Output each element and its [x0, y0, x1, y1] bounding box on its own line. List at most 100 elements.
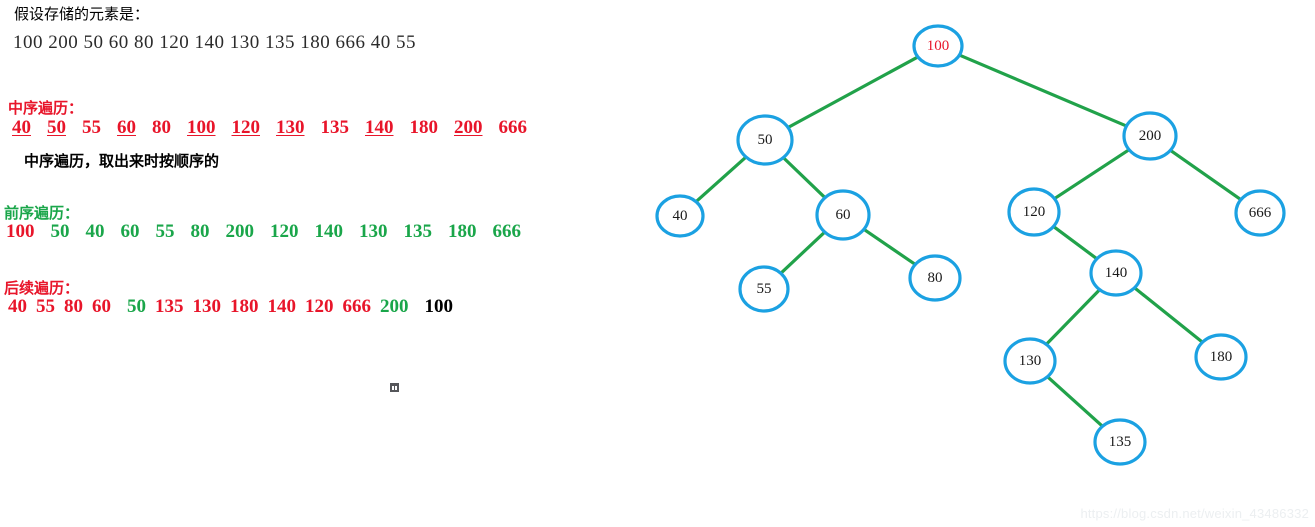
tree-node-label: 100 — [927, 38, 950, 54]
sequence-number: 80 — [190, 221, 210, 242]
tree-node-layer: 100 50 200 40 60 120 666 55 80 140 130 180 135 — [655, 24, 1286, 466]
sequence-number: 80 — [64, 296, 83, 317]
sequence-number: 180 — [409, 117, 439, 138]
sequence-number: 40 — [85, 221, 105, 242]
tree-node-55[interactable]: 55 — [738, 265, 790, 313]
postorder-sequence: 40 55 80 60 50 135 130 180 140 120 666 200 100 — [8, 296, 453, 318]
tree-node-label: 180 — [1210, 349, 1233, 365]
tree-node-666[interactable]: 666 — [1234, 189, 1286, 237]
tree-svg: 100 50 200 40 60 120 666 55 80 140 130 180 135 — [655, 24, 1286, 466]
sequence-number: 100 — [187, 117, 216, 138]
tree-edge-layer — [694, 53, 1243, 428]
sequence-number: 200 — [225, 221, 255, 242]
sequence-number: 60 — [92, 296, 111, 317]
tree-node-label: 40 — [673, 208, 688, 224]
sequence-number: 100 — [424, 296, 454, 317]
sequence-number: 140 — [314, 221, 344, 242]
sequence-number: 180 — [230, 296, 259, 317]
tree-edge-50-40 — [694, 155, 748, 204]
sequence-number: 180 — [448, 221, 477, 242]
sequence-number: 60 — [120, 221, 140, 242]
sequence-number: 120 — [270, 221, 299, 242]
tree-edge-130-135 — [1045, 375, 1105, 428]
sequence-number: 50 — [47, 117, 66, 138]
intro-title: 假设存储的元素是： — [14, 5, 150, 23]
sequence-number: 120 — [305, 296, 334, 317]
tree-node-50[interactable]: 50 — [736, 114, 794, 166]
tree-node-100[interactable]: 100 — [912, 24, 964, 68]
sequence-number: 80 — [152, 117, 171, 138]
missing-glyph-box — [390, 383, 399, 392]
preorder-heading: 前序遍历： — [4, 204, 80, 222]
tree-node-label: 50 — [758, 132, 773, 148]
tree-node-label: 80 — [928, 270, 943, 286]
tree-edge-60-55 — [779, 230, 827, 275]
tree-edge-100-50 — [786, 55, 920, 130]
tree-edge-200-666 — [1168, 148, 1243, 202]
tree-edge-200-120 — [1052, 148, 1131, 201]
sequence-number: 50 — [50, 221, 70, 242]
sequence-number: 100 — [6, 221, 35, 242]
inorder-comment: 中序遍历，取出来时按顺序的 — [24, 152, 220, 170]
sequence-number: 666 — [498, 117, 528, 138]
tree-node-label: 135 — [1109, 434, 1132, 450]
sequence-number: 200 — [454, 117, 483, 138]
tree-node-label: 200 — [1139, 128, 1162, 144]
tree-node-label: 130 — [1019, 353, 1042, 369]
tree-edge-100-200 — [957, 53, 1129, 128]
sequence-number: 130 — [192, 296, 222, 317]
sequence-number: 666 — [342, 296, 372, 317]
sequence-number: 120 — [231, 117, 261, 138]
tree-node-label: 120 — [1023, 204, 1046, 220]
sequence-number: 200 — [380, 296, 409, 317]
sequence-number: 130 — [276, 117, 305, 138]
tree-node-200[interactable]: 200 — [1122, 111, 1178, 161]
sequence-number: 130 — [359, 221, 388, 242]
sequence-number: 50 — [127, 296, 146, 317]
tree-node-circle — [1194, 333, 1248, 381]
tree-node-circle — [1093, 418, 1147, 466]
sequence-number: 140 — [267, 296, 297, 317]
sequence-number: 60 — [117, 117, 136, 138]
sequence-number: 135 — [155, 296, 184, 317]
tree-node-circle — [738, 265, 790, 313]
sequence-number: 135 — [320, 117, 350, 138]
sequence-group: 200 120 140 130 135 180 666 — [226, 221, 522, 243]
watermark: https://blog.csdn.net/weixin_43486332 — [1080, 506, 1309, 521]
elements-line: 100 200 50 60 80 120 140 130 135 180 666… — [13, 32, 416, 53]
inorder-heading: 中序遍历： — [8, 99, 84, 117]
tree-node-circle — [815, 189, 871, 241]
tree-node-120[interactable]: 120 — [1007, 187, 1061, 237]
tree-node-circle — [1122, 111, 1178, 161]
sequence-number: 55 — [155, 221, 175, 242]
tree-node-135[interactable]: 135 — [1093, 418, 1147, 466]
tree-node-circle — [1089, 249, 1143, 297]
tree-node-label: 60 — [836, 207, 851, 223]
sequence-number: 135 — [403, 221, 433, 242]
sequence-number: 666 — [492, 221, 522, 242]
sequence-group: 50 40 60 55 80 — [51, 221, 210, 243]
tree-node-label: 666 — [1249, 205, 1272, 221]
tree-node-circle — [908, 254, 962, 302]
tree-edge-120-140 — [1051, 224, 1099, 261]
tree-node-140[interactable]: 140 — [1089, 249, 1143, 297]
tree-node-circle — [655, 194, 705, 238]
tree-node-180[interactable]: 180 — [1194, 333, 1248, 381]
tree-edge-140-180 — [1132, 286, 1205, 344]
notes-panel: 假设存储的元素是： 100 200 50 60 80 120 140 130 1… — [0, 0, 640, 527]
tree-node-circle — [1007, 187, 1061, 237]
sequence-number: 40 — [12, 117, 31, 138]
binary-search-tree-diagram: 100 50 200 40 60 120 666 55 80 140 130 180 135 — [640, 0, 1315, 527]
sequence-number: 55 — [36, 296, 55, 317]
tree-node-80[interactable]: 80 — [908, 254, 962, 302]
sequence-number: 55 — [82, 117, 101, 138]
sequence-number: 40 — [8, 296, 27, 317]
tree-node-40[interactable]: 40 — [655, 194, 705, 238]
tree-node-circle — [912, 24, 964, 68]
tree-node-label: 140 — [1105, 265, 1128, 281]
tree-node-circle — [1003, 337, 1057, 385]
tree-node-60[interactable]: 60 — [815, 189, 871, 241]
tree-node-label: 55 — [757, 281, 772, 297]
tree-node-130[interactable]: 130 — [1003, 337, 1057, 385]
